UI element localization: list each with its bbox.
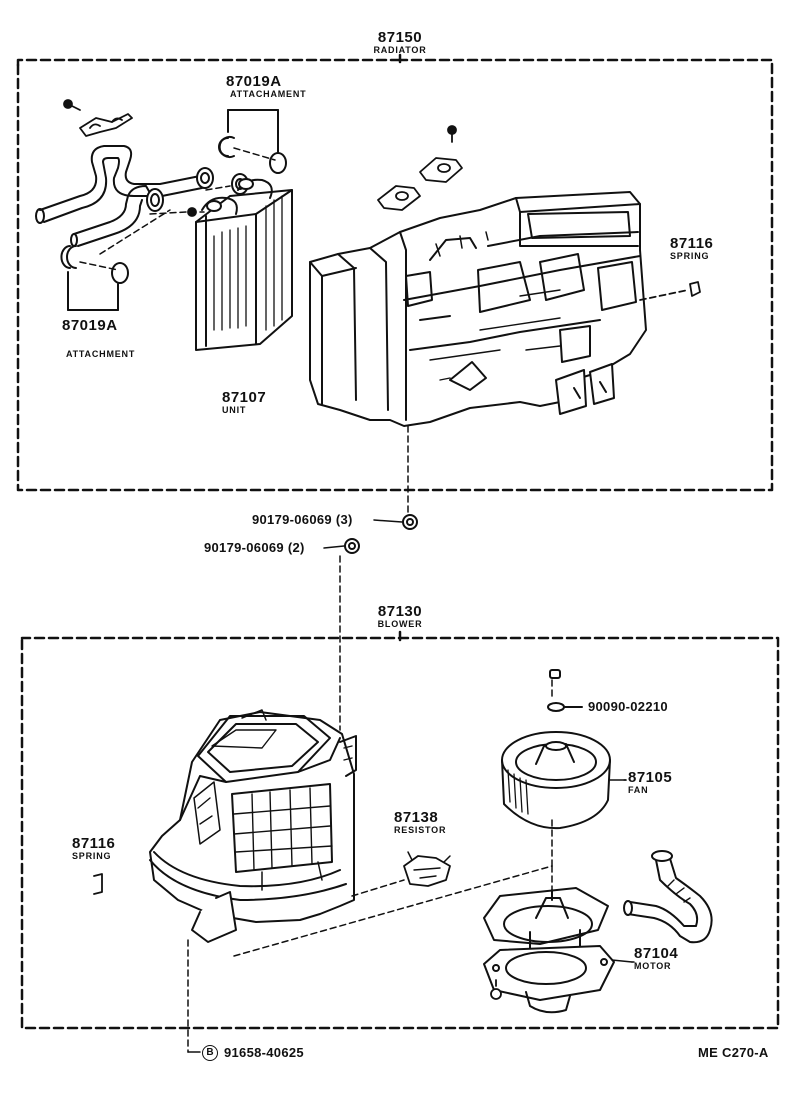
motor-cooling-hose-icon [623,850,713,944]
unit-part-number: 87107 [222,389,267,406]
screw-nut-icon [344,514,418,554]
resistor-part-number: 87138 [394,809,439,826]
pipe-nipple-icon [187,207,197,217]
attachment-top-name: ATTACHAMENT [230,89,307,99]
motor-name: MOTOR [634,961,672,971]
blower-group-part-number: 87130 [377,603,423,620]
radiator-group-part-number: 87150 [377,29,423,46]
heater-hose-upper-icon [35,145,203,224]
motor-icon [483,887,633,1014]
attachment-left-part-number: 87019A [62,317,118,334]
attachment-clip-top-icon [218,109,287,174]
resistor-icon [403,851,451,887]
clip-screw-icon [63,99,81,111]
attachment-clip-left-icon [60,245,129,311]
resistor-name: RESISTOR [394,825,447,835]
motor-screw-icon [490,979,502,1000]
diagram-code: ME C270-A [698,1045,769,1060]
radiator-housing-icon [309,191,647,427]
bolt-marker-badge: B [202,1045,218,1061]
blower-case-icon [149,709,357,943]
spring-bottom-name: SPRING [72,851,112,861]
resistor-leader [351,879,405,897]
washer-part-number: 90090-02210 [588,699,668,714]
fan-icon [501,731,627,830]
fan-name: FAN [628,785,649,795]
spring-bottom-part-number: 87116 [72,835,116,852]
fan-motor-leader [233,679,553,957]
spring-clip-bottom-icon [93,873,103,895]
radiator-group-frame [16,53,774,492]
blower-group-name: BLOWER [377,619,423,629]
washer-icon [547,702,583,712]
blower-group-frame [20,630,780,1030]
screw-leader-lines [323,519,403,549]
label-leaders [623,779,635,963]
spring-top-part-number: 87116 [670,235,714,252]
heater-core-unit-icon [195,178,293,351]
motor-part-number: 87104 [634,945,679,962]
screw-3-part-number: 90179-06069 (3) [252,512,353,527]
hose-clamp-bracket-icon [79,113,133,137]
attachment-left-name: ATTACHMENT [66,349,136,359]
unit-name: UNIT [222,405,247,415]
heater-hose-lower-icon [70,185,164,247]
mounting-bracket-icon [377,157,463,211]
attachment-top-part-number: 87019A [226,73,282,90]
fan-part-number: 87105 [628,769,673,786]
spring-clip-icon [639,281,701,301]
spring-top-name: SPRING [670,251,710,261]
bracket-screw-icon [447,125,457,143]
bolt-part-number: 91658-40625 [224,1045,304,1060]
fan-nut-icon [549,669,561,679]
radiator-group-name: RADIATOR [373,45,427,55]
screw-2-part-number: 90179-06069 (2) [204,540,305,555]
